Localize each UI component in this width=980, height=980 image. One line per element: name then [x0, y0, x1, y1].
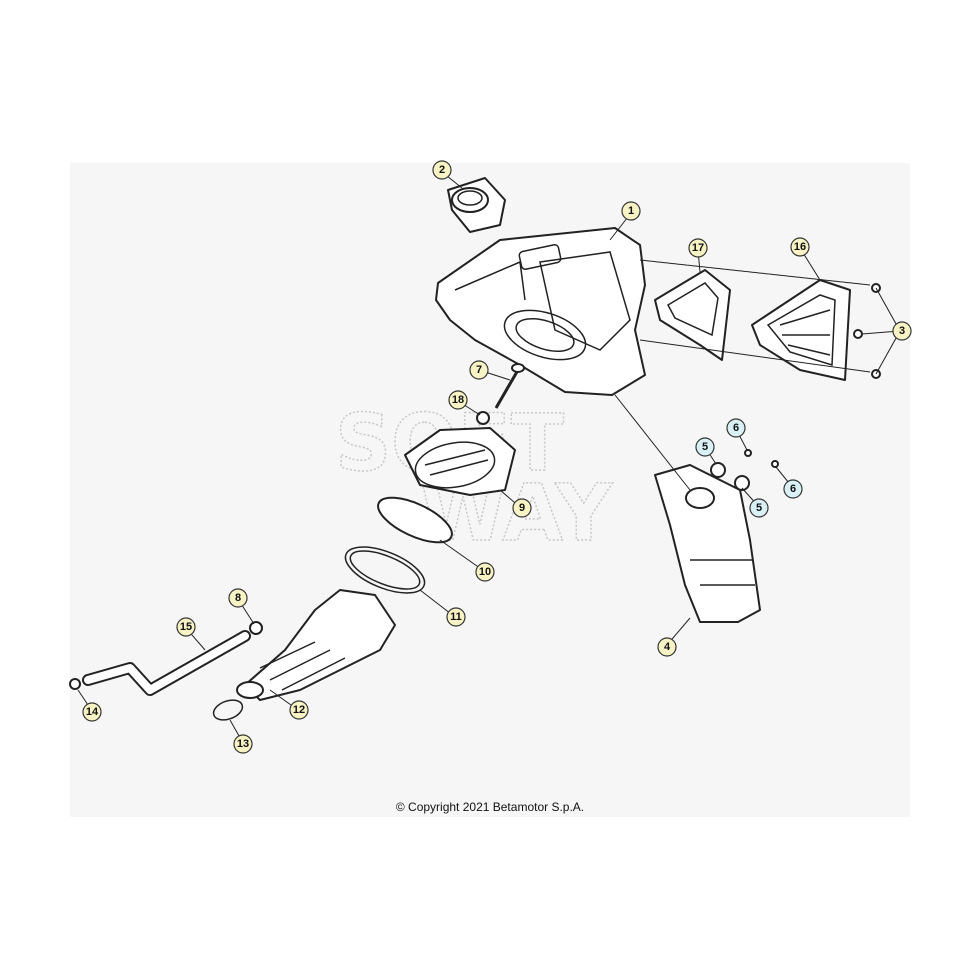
svg-text:5: 5	[756, 502, 762, 514]
part-seal-ring	[344, 546, 426, 594]
callout-10[interactable]: 10	[475, 562, 495, 582]
svg-text:11: 11	[450, 611, 462, 623]
callout-9[interactable]: 9	[512, 498, 532, 518]
svg-text:17: 17	[692, 242, 704, 254]
svg-text:18: 18	[452, 394, 464, 406]
callout-13[interactable]: 13	[233, 734, 253, 754]
svg-text:7: 7	[476, 364, 482, 376]
svg-text:3: 3	[899, 325, 905, 337]
callout-3[interactable]: 3	[892, 321, 912, 341]
part-snorkel	[654, 464, 761, 623]
callout-6-upper[interactable]: 6	[726, 418, 746, 438]
svg-text:8: 8	[235, 592, 241, 604]
part-cover-16	[751, 279, 851, 381]
callout-5-lower[interactable]: 5	[749, 498, 769, 518]
part-fasteners-3	[853, 283, 881, 379]
callout-5-upper[interactable]: 5	[695, 437, 715, 457]
part-filter-cage	[377, 496, 453, 544]
part-air-filter	[404, 427, 516, 496]
callout-17[interactable]: 17	[688, 238, 708, 258]
callout-18[interactable]: 18	[448, 390, 468, 410]
callout-7[interactable]: 7	[469, 360, 489, 380]
copyright-text: © Copyright 2021 Betamotor S.p.A.	[395, 800, 585, 814]
svg-text:1: 1	[628, 205, 634, 217]
svg-text:5: 5	[702, 441, 708, 453]
svg-text:6: 6	[790, 483, 796, 495]
callout-4[interactable]: 4	[657, 637, 677, 657]
callout-16[interactable]: 16	[790, 237, 810, 257]
svg-text:15: 15	[180, 621, 192, 633]
part-intake-boot	[236, 589, 396, 701]
callout-2[interactable]: 2	[432, 160, 452, 180]
part-clamp	[212, 699, 244, 721]
callout-8[interactable]: 8	[228, 588, 248, 608]
part-grommets	[710, 449, 779, 491]
callout-1[interactable]: 1	[621, 201, 641, 221]
svg-text:9: 9	[519, 502, 525, 514]
callout-11[interactable]: 11	[446, 607, 466, 627]
callout-6-lower[interactable]: 6	[783, 479, 803, 499]
part-hose	[82, 630, 251, 696]
callouts: 1 2 3 4 5 5 6 6 7 8 9 10 11 12 13 14 15 …	[82, 160, 912, 754]
svg-text:12: 12	[293, 704, 305, 716]
svg-text:4: 4	[664, 641, 671, 653]
callout-14[interactable]: 14	[82, 702, 102, 722]
part-bolt-7	[494, 363, 525, 409]
part-airbox	[435, 227, 646, 396]
svg-text:16: 16	[794, 241, 806, 253]
svg-text:6: 6	[733, 422, 739, 434]
callout-15[interactable]: 15	[176, 617, 196, 637]
part-cover-17	[654, 269, 731, 361]
svg-text:2: 2	[439, 164, 445, 176]
callout-12[interactable]: 12	[289, 700, 309, 720]
svg-text:14: 14	[86, 706, 99, 718]
svg-text:10: 10	[479, 566, 491, 578]
part-cap	[447, 177, 506, 233]
svg-text:13: 13	[237, 738, 249, 750]
part-endcap-14	[69, 678, 81, 690]
part-fitting-8	[249, 621, 263, 635]
